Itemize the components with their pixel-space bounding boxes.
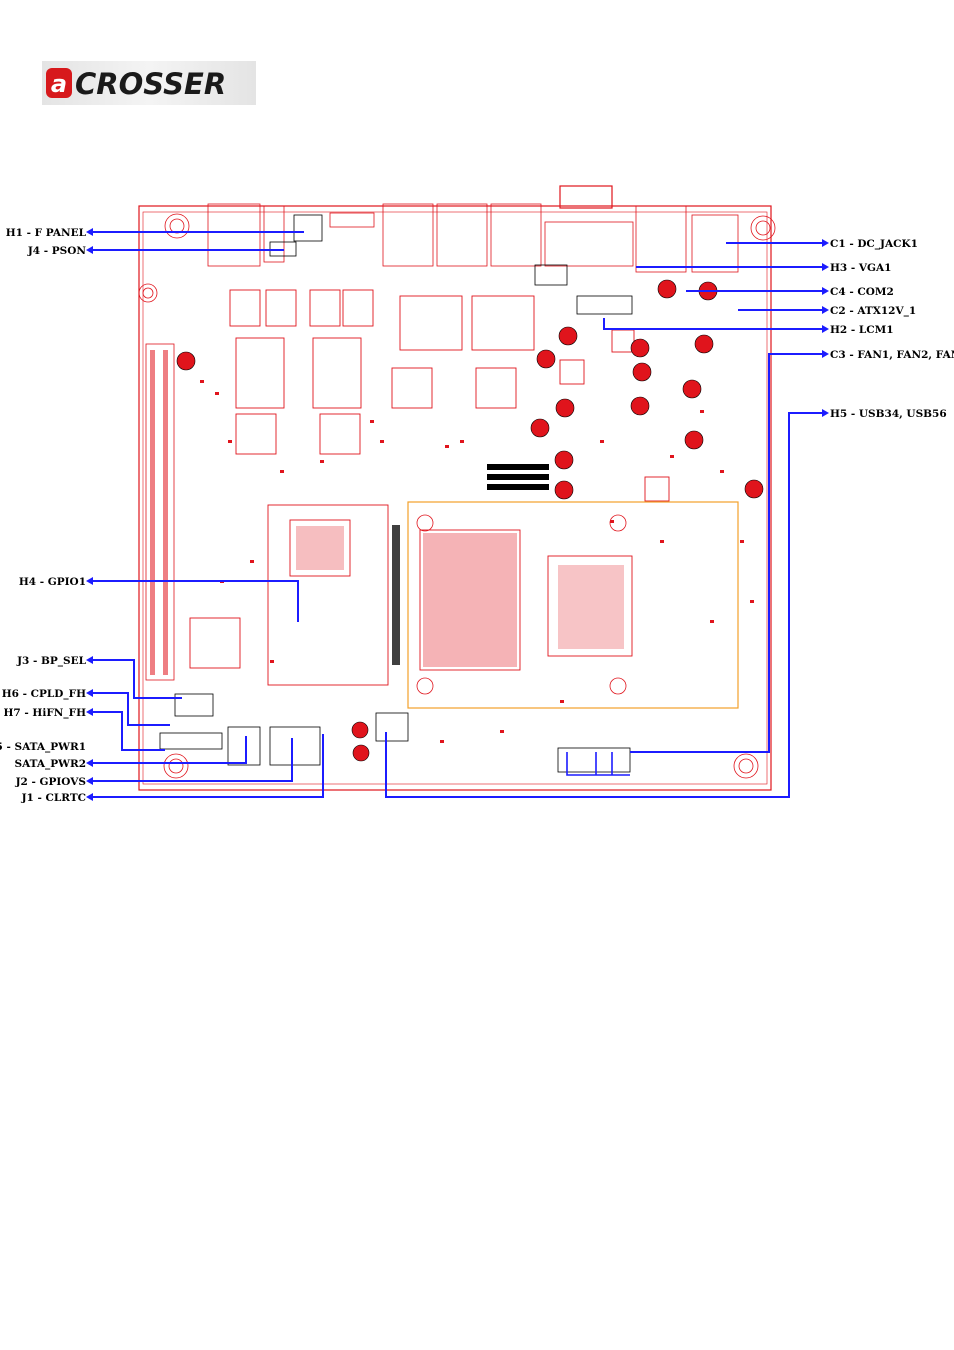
label-gpio1: H4 - GPIO1 <box>19 576 86 588</box>
label-bp-sel: J3 - BP_SEL <box>16 655 87 668</box>
label-pson: J4 - PSON <box>27 245 87 257</box>
pin-headers <box>145 214 633 773</box>
label-cpld-fh: H6 - CPLD_FH <box>2 688 86 701</box>
label-gpiovs: J2 - GPIOVS <box>15 776 86 788</box>
rear-io-connectors <box>207 203 739 273</box>
small-components <box>200 380 754 743</box>
electrolytic-capacitors <box>176 279 764 762</box>
logo-wordmark: CROSSER <box>75 67 226 101</box>
label-vga1: H3 - VGA1 <box>830 262 891 274</box>
acrosser-logo: a CROSSER <box>42 61 256 105</box>
label-sata-pwr2: SATA_PWR2 <box>14 758 86 771</box>
label-f-panel: H1 - F PANEL <box>6 227 87 239</box>
label-dc-jack1: C1 - DC_JACK1 <box>830 238 918 251</box>
label-com2: C4 - COM2 <box>830 286 894 298</box>
arrow-heads <box>86 228 829 801</box>
label-fans: C3 - FAN1, FAN2, FAN3 <box>830 349 954 361</box>
callout-lines <box>90 231 826 798</box>
label-lcm1: H2 - LCM1 <box>830 324 894 336</box>
logo-mark-letter: a <box>51 70 67 98</box>
mounting-holes <box>138 213 776 779</box>
black-connector-strips <box>392 464 549 665</box>
label-atx12v: C2 - ATX12V_1 <box>830 305 916 318</box>
label-usb: H5 - USB34, USB56 <box>830 408 947 420</box>
logo-mark <box>46 68 72 98</box>
fan-header-brackets <box>566 752 630 776</box>
label-sata-pwr1: C5 - SATA_PWR1 <box>0 741 86 754</box>
label-clrtc: J1 - CLRTC <box>21 792 86 804</box>
label-hifn-fh: H7 - HiFN_FH <box>4 707 87 720</box>
ic-packages <box>189 289 739 709</box>
board-outline <box>138 185 772 791</box>
bga-chips <box>296 526 624 667</box>
expansion-slot <box>150 350 168 675</box>
